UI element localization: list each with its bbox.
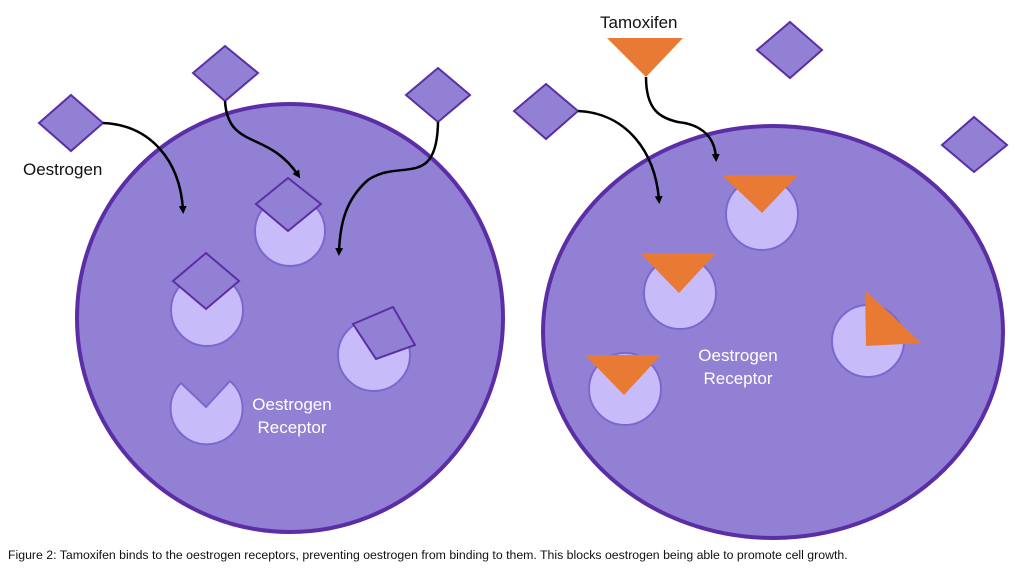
- receptor-label-line1: Oestrogen: [252, 395, 331, 414]
- oestrogen-molecule: [512, 82, 580, 141]
- left-cell: [75, 102, 505, 534]
- figure-caption: Figure 2: Tamoxifen binds to the oestrog…: [8, 548, 848, 562]
- tamoxifen-molecule-bound: [722, 175, 798, 213]
- receptor-bound-tamoxifen: [722, 175, 799, 251]
- oestrogen-molecule-bound: [171, 251, 241, 311]
- right-cell: [541, 124, 1005, 540]
- tamoxifen-molecule-bound: [640, 253, 716, 293]
- cell-membrane: [541, 124, 1005, 540]
- tamoxifen-molecule-bound: [585, 355, 661, 395]
- arrow-oestrogen-entry: [102, 121, 187, 214]
- oestrogen-receptor-empty: [169, 379, 244, 446]
- arrow-tamoxifen-entry: [644, 76, 720, 162]
- oestrogen-molecule-bound: [351, 305, 417, 361]
- oestrogen-molecule-bound: [254, 176, 323, 233]
- receptor-bound-tamoxifen: [585, 352, 662, 426]
- receptor-empty: [169, 379, 244, 446]
- tamoxifen-molecule-bound: [865, 290, 921, 346]
- receptor-bound-tamoxifen: [640, 253, 717, 330]
- receptor-bound-oestrogen: [337, 305, 417, 392]
- tamoxifen-molecule: [607, 38, 683, 77]
- oestrogen-molecule: [940, 115, 1009, 174]
- arrow-oestrogen-entry: [577, 109, 663, 204]
- oestrogen-label: Oestrogen: [23, 160, 102, 179]
- arrow-oestrogen-binding: [223, 100, 301, 179]
- receptor-label-line1: Oestrogen: [698, 346, 777, 365]
- receptor-label-line2: Receptor: [704, 369, 773, 388]
- receptor-bound-tamoxifen: [831, 290, 921, 378]
- oestrogen-molecule: [404, 66, 472, 124]
- arrow-oestrogen-entry: [335, 121, 440, 256]
- receptor-bound-oestrogen: [170, 251, 244, 347]
- oestrogen-molecule: [37, 93, 105, 153]
- tamoxifen-label: Tamoxifen: [600, 13, 677, 32]
- receptor-label-line2: Receptor: [258, 418, 327, 437]
- receptor-bound-oestrogen: [254, 176, 326, 267]
- oestrogen-molecule: [755, 20, 824, 80]
- cell-membrane: [75, 102, 505, 534]
- oestrogen-molecule: [191, 44, 260, 103]
